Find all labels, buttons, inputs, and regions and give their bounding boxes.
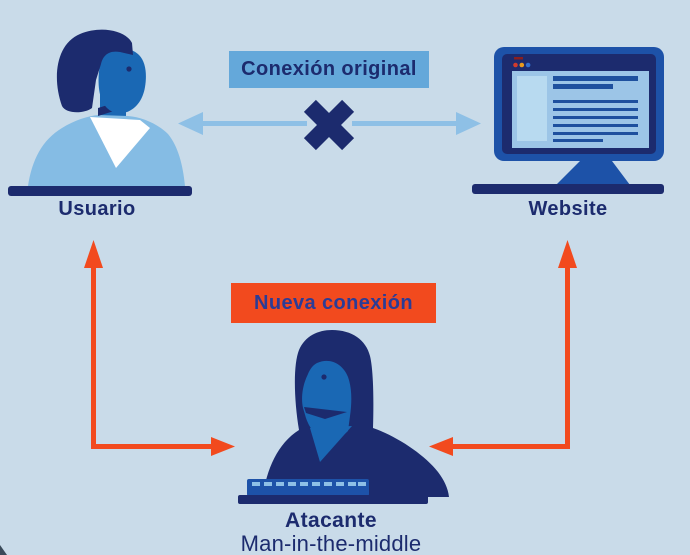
arrowhead-up-to-user [84, 240, 103, 268]
original-connection-label: Conexión original [229, 51, 429, 88]
user-collar [90, 117, 150, 168]
user-face [98, 48, 146, 114]
x-blocked-icon [303, 99, 355, 151]
keyboard-icon [247, 479, 369, 496]
person-user-icon [8, 29, 192, 196]
user-desk-line [8, 186, 192, 196]
website-label: Website [528, 198, 608, 220]
screen-text-lines [553, 76, 638, 142]
screen-sidebar-panel [517, 76, 547, 141]
user-eye [126, 66, 132, 72]
arrowhead-left-to-attacker [429, 437, 453, 456]
monitor-icon [472, 47, 664, 194]
arrow-line-left [200, 121, 307, 126]
user-label: Usuario [58, 198, 136, 220]
monitor-stand [556, 161, 630, 185]
attacker-desk-line [238, 495, 428, 504]
corner-artifact [0, 545, 7, 555]
attacker-hood [263, 330, 449, 497]
arrow-line-right [352, 121, 459, 126]
user-hair [56, 29, 134, 113]
hooded-attacker-icon [238, 330, 449, 504]
attacker-sublabel: Man-in-the-middle [240, 531, 422, 555]
attacker-eye [321, 374, 327, 380]
arrowhead-up-to-website [558, 240, 577, 268]
new-connection-arrow-right [429, 240, 577, 456]
arrowhead-right-to-attacker [211, 437, 235, 456]
website-desk-line [472, 184, 664, 194]
original-connection-arrow [178, 99, 481, 151]
browser-dot-orange [519, 62, 525, 68]
attacker-chest [310, 426, 352, 462]
new-connection-label: Nueva conexión [231, 283, 436, 323]
browser-dot-red [513, 62, 518, 68]
arrowhead-left [178, 112, 203, 135]
browser-tab-mark [514, 57, 523, 60]
new-connection-arrow-left [84, 240, 235, 456]
attacker-label: Atacante [285, 509, 377, 532]
attacker-face [302, 360, 352, 441]
attacker-mouth [304, 407, 347, 419]
arrowhead-right [456, 112, 481, 135]
browser-dot-blue [525, 62, 531, 68]
